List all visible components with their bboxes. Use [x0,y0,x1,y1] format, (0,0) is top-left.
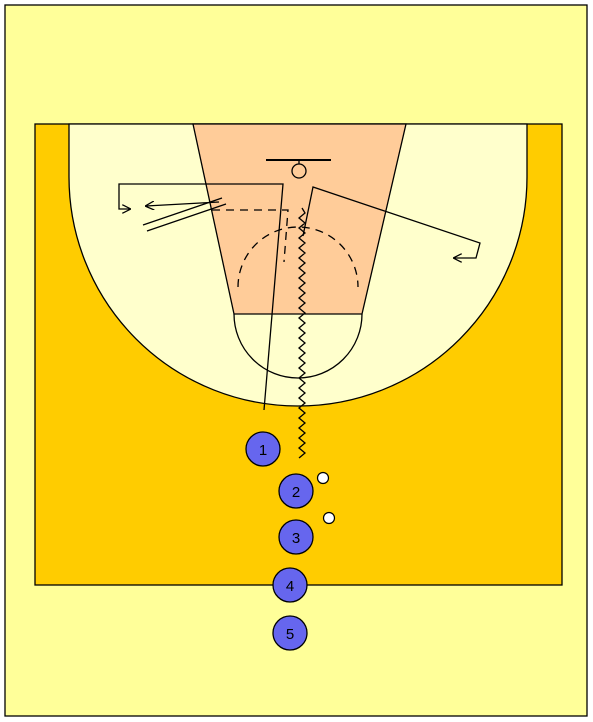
player-1-marker [245,431,281,467]
player-4: 4 [272,567,308,603]
free-throw-circle [233,313,363,379]
ball-icon [316,471,330,485]
player-1: 1 [245,431,281,467]
basket-icon [291,163,307,179]
handoff-arrow [146,202,220,206]
dribble-path [297,207,307,459]
cut-line-player-1 [118,183,284,411]
cut-line-right [302,186,481,258]
player-3: 3 [278,519,314,555]
handoff-line-2 [146,203,227,232]
movement-lines [118,183,481,411]
players: 1 2 3 4 5 [245,431,314,651]
ball-icon [322,511,336,525]
player-5-marker [272,615,308,651]
player-3-label: 3 [292,530,300,547]
player-1-label: 1 [259,442,267,459]
player-2-marker [278,473,314,509]
player-2-label: 2 [292,484,300,501]
player-3-marker [278,519,314,555]
dashed-pass-line [212,209,289,263]
player-4-label: 4 [286,578,294,595]
player-4-marker [272,567,308,603]
player-5: 5 [272,615,308,651]
player-5-label: 5 [286,626,294,643]
restricted-arc [237,226,359,288]
player-2: 2 [278,473,314,509]
